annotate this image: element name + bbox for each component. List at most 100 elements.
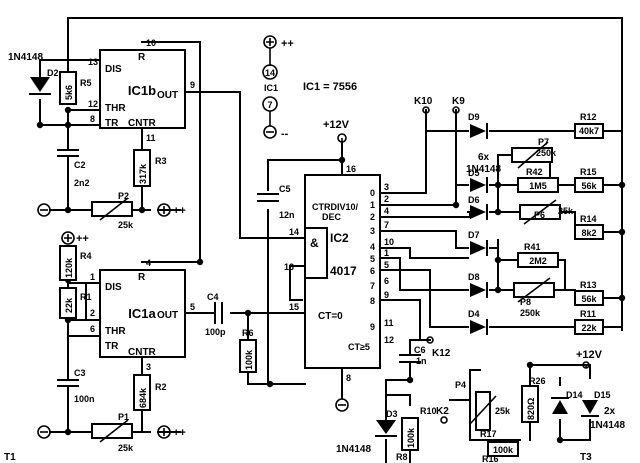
ic2-outpin-7: 6 — [384, 276, 389, 286]
ic1a-tr-label: TR — [105, 341, 119, 352]
ic2-pin-co: 12 — [384, 335, 394, 345]
r3-label: R3 — [155, 156, 167, 166]
ic2-pin-vdd: 16 — [346, 164, 356, 174]
k12-label: K12 — [432, 348, 451, 359]
c4-val: 100p — [205, 327, 226, 337]
ic1b-pin-cntr: 11 — [146, 133, 156, 143]
p1-plus-label: ++ — [173, 427, 186, 439]
c2-val: 2n2 — [74, 178, 90, 188]
ic2-and-label: & — [310, 236, 319, 250]
supply-12v: +12V — [323, 119, 350, 131]
ic2-out-9: 9 — [370, 322, 375, 332]
r4-resistor — [59, 245, 77, 281]
r8-label: R8 — [396, 452, 408, 462]
ic1b-tr-label: TR — [105, 118, 119, 129]
r42-label: R42 — [526, 167, 543, 177]
ic2-out-2: 2 — [370, 212, 375, 222]
p7-label: P7 — [538, 137, 549, 147]
t1-label: T1 — [4, 452, 16, 463]
r1-val: 22k — [64, 297, 74, 313]
r6-resistor — [239, 339, 257, 373]
d14-label: D14 — [566, 390, 583, 400]
ic2-outpin-8: 9 — [384, 290, 389, 300]
p2-plus-label: ++ — [173, 205, 186, 217]
c4-capacitor — [214, 302, 223, 324]
ic1a-dis-label: DIS — [105, 282, 122, 293]
supply-ic1-type: IC1 = 7556 — [303, 81, 357, 93]
supply-block: ++ 14 IC1 7 -- IC1 = 7556 +12V — [262, 35, 357, 143]
r17-val: 100k — [493, 445, 514, 455]
left-components: 1N4148 D2 5k6 R5 C2 2n2 317k R3 P2 25k +… — [4, 52, 349, 463]
ic2-pin-clk: 14 — [289, 227, 299, 237]
ic2-outpin-0: 3 — [384, 182, 389, 192]
d9-diode — [470, 124, 486, 138]
r12-val: 40k7 — [579, 126, 599, 136]
ic2-pin-rst: 15 — [289, 302, 299, 312]
ic2-outpin-1: 2 — [384, 194, 389, 204]
ic2-outpin-2: 4 — [384, 206, 389, 216]
ic1a-r-label: R — [138, 272, 146, 283]
p1-label: P1 — [118, 412, 129, 422]
r42-val: 1M5 — [529, 181, 547, 191]
ic2-out-8: 8 — [370, 296, 375, 306]
ic1b-cntr-label: CNTR — [128, 118, 157, 129]
r4-label: R4 — [80, 251, 92, 261]
r4-val: 120k — [64, 257, 74, 278]
r11-resistor — [574, 319, 604, 335]
ic2-pin-en: 13 — [284, 262, 294, 272]
d7-diode — [470, 241, 486, 255]
junctions — [36, 106, 626, 444]
supply-plus-label: ++ — [281, 38, 294, 50]
c2-label: C2 — [74, 160, 86, 170]
ic1b-pin-thr: 12 — [88, 99, 98, 109]
r5-val: 5k6 — [64, 85, 74, 100]
ic2-out-1: 1 — [370, 200, 375, 210]
k2-label: K2 — [436, 406, 449, 417]
r2-resistor — [133, 374, 151, 411]
r6-val: 100k — [244, 349, 254, 370]
ic2-out-5: 5 — [370, 254, 375, 264]
ic2-part: 4017 — [330, 264, 357, 278]
wiring — [39, 17, 623, 463]
ic1b-pin-out: 9 — [190, 80, 195, 90]
t3-label: T3 — [580, 452, 592, 463]
ic1a-pin-tr: 6 — [90, 324, 95, 334]
r10-resistor — [401, 417, 419, 451]
ic2-out-0: 0 — [370, 188, 375, 198]
r15-val: 56k — [581, 181, 597, 191]
r11-val: 22k — [581, 323, 597, 333]
d1415-count: 2x — [604, 406, 616, 417]
r12-label: R12 — [580, 112, 597, 122]
ic2-outpin-9: 11 — [384, 318, 394, 328]
r26-resistor — [521, 385, 539, 423]
d14-diode — [552, 400, 568, 414]
p1-val: 25k — [118, 443, 134, 453]
c6-val: 1n — [416, 356, 427, 366]
d4-diode — [470, 320, 486, 334]
ic2-and-gate — [304, 227, 328, 279]
d3-diode — [376, 420, 396, 434]
r3-val: 317k — [138, 163, 148, 184]
p8-val: 250k — [520, 308, 541, 318]
r14-label: R14 — [580, 214, 597, 224]
p1-potentiometer — [91, 423, 133, 439]
r4-plus-label: ++ — [76, 233, 89, 245]
r26-val: 820Ω — [526, 398, 536, 420]
p7-val: 250k — [536, 148, 557, 158]
diodes-count: 6x — [478, 152, 490, 163]
r1-resistor — [59, 287, 77, 319]
r14-val: 8k2 — [581, 228, 596, 238]
ic1a: IC1a DIS THR TR CNTR OUT R 1 2 6 4 5 3 — [90, 258, 195, 372]
ic1b-r-label: R — [138, 52, 146, 63]
ic2-pin-vss: 8 — [346, 373, 351, 383]
d15-diode — [582, 400, 598, 414]
d6-diode — [470, 205, 486, 219]
d2-label: D2 — [47, 68, 59, 78]
ic2-outpin-5: 1 — [384, 248, 389, 258]
r42-resistor — [517, 177, 559, 193]
r16-label: R16 — [482, 454, 499, 463]
r41-resistor — [517, 252, 559, 268]
r10-val: 100k — [406, 427, 416, 448]
d2-diode — [30, 77, 50, 92]
